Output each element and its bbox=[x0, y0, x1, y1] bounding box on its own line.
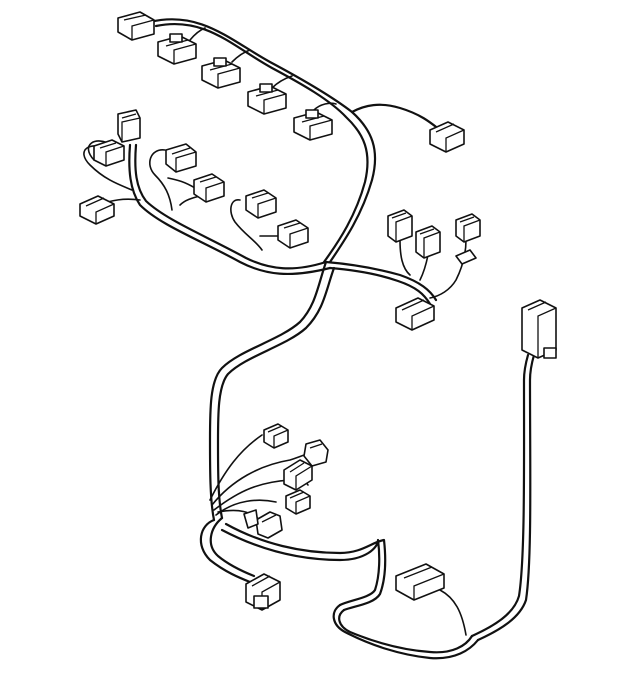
connector-l4 bbox=[165, 143, 197, 173]
main-trunk bbox=[199, 260, 536, 660]
connector-b4 bbox=[285, 489, 311, 515]
connector-l2 bbox=[93, 139, 125, 167]
connector-b3 bbox=[283, 459, 313, 491]
connector-c3 bbox=[201, 57, 241, 89]
upper-harness-branch bbox=[148, 18, 442, 264]
connector-b1 bbox=[263, 423, 289, 449]
connector-r4 bbox=[395, 297, 435, 331]
connector-c2 bbox=[157, 33, 197, 65]
connector-r2 bbox=[415, 225, 441, 259]
connector-c4 bbox=[247, 83, 287, 115]
connector-c5 bbox=[293, 109, 333, 141]
connector-b2 bbox=[303, 439, 329, 467]
connector-l5 bbox=[193, 173, 225, 203]
connector-l7 bbox=[277, 219, 309, 249]
connector-b8 bbox=[521, 299, 557, 359]
connector-b6 bbox=[245, 573, 281, 611]
connector-c6 bbox=[429, 121, 465, 153]
connector-r3 bbox=[455, 213, 481, 265]
connector-c1 bbox=[117, 11, 155, 41]
connector-r1 bbox=[387, 209, 413, 243]
connector-b7 bbox=[395, 563, 445, 601]
connector-l6 bbox=[245, 189, 277, 219]
connector-l3 bbox=[79, 195, 115, 225]
connector-l1 bbox=[117, 109, 141, 143]
right-middle-branch bbox=[324, 239, 467, 306]
connector-b5 bbox=[243, 509, 283, 539]
